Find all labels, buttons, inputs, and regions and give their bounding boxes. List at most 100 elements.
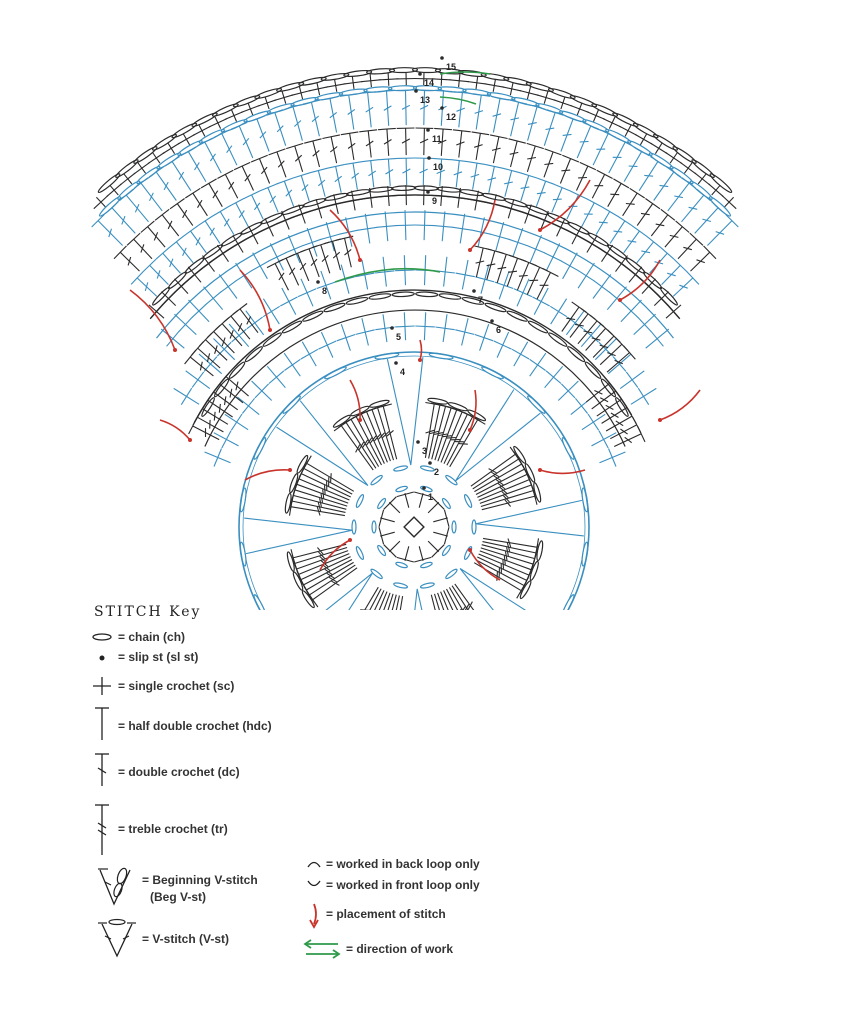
chain-stitch	[377, 497, 387, 510]
double-crochet-stitch	[453, 91, 472, 128]
single-crochet-stitch	[251, 380, 273, 401]
double-crochet-stitch	[526, 142, 544, 172]
chain-stitch	[260, 212, 284, 225]
double-crochet-stitch	[595, 206, 618, 235]
single-crochet-stitch	[620, 299, 642, 323]
double-crochet-stitch	[690, 245, 717, 272]
single-crochet-stitch	[581, 413, 606, 431]
v-stitch	[475, 499, 584, 537]
stitch-key-title: STITCH Key	[94, 604, 202, 620]
chain-stitch	[286, 551, 295, 572]
double-crochet-stitch	[608, 137, 634, 174]
placement-arrows	[129, 71, 701, 581]
dot-icon	[99, 655, 105, 661]
double-crochet-stitch	[304, 138, 322, 168]
single-crochet-stitch	[300, 341, 319, 367]
double-crochet-stitch	[142, 258, 169, 285]
placement-arrow	[419, 339, 423, 361]
double-crochet-stitch	[535, 177, 555, 207]
v-stitch-icon	[98, 918, 136, 958]
double-crochet-stitch	[502, 167, 521, 197]
double-crochet-stitch	[213, 129, 238, 166]
single-crochet-stitch	[493, 331, 512, 358]
double-crochet-stitch	[561, 301, 587, 332]
single-crochet-stitch	[308, 82, 328, 96]
single-crochet-stitch	[193, 124, 211, 137]
double-crochet-stitch	[154, 208, 180, 237]
chain-stitch	[584, 361, 602, 379]
single-crochet-stitch	[203, 286, 224, 311]
chain-stitch	[459, 189, 484, 197]
single-crochet-stitch	[318, 331, 337, 358]
row-number-7: 7	[478, 295, 483, 305]
v-stitch	[455, 389, 541, 482]
double-crochet-stitch	[415, 89, 434, 126]
chain-stitch	[709, 173, 733, 193]
row-number-5: 5	[396, 332, 401, 342]
beg-v-stitch-icon	[98, 867, 131, 906]
double-crochet-stitch	[649, 246, 675, 274]
chain-stitch	[391, 185, 417, 192]
row-number-6: 6	[496, 325, 501, 335]
chain-stitch	[240, 221, 263, 235]
single-crochet-stitch	[266, 365, 286, 389]
chain-stitch	[388, 67, 419, 74]
chain-stitch	[436, 186, 462, 193]
chain-stitch	[652, 133, 679, 151]
magic-ring	[403, 516, 425, 538]
double-crochet-stitch	[527, 103, 546, 141]
double-crochet-stitch	[636, 235, 661, 264]
double-crochet-stitch	[379, 157, 398, 186]
chain-stitch	[239, 541, 247, 567]
single-crochet-stitch	[708, 183, 724, 198]
single-crochet-stitch	[174, 313, 197, 336]
chain-stitch	[519, 580, 532, 600]
double-crochet-stitch	[486, 248, 504, 280]
single-crochet-stitch	[449, 187, 469, 208]
single-crochet-stitch	[532, 287, 550, 315]
single-crochet-stitch	[583, 235, 601, 253]
double-crochet-stitch	[378, 527, 395, 545]
chain-stitch	[391, 291, 415, 298]
chain-stitch	[480, 72, 510, 81]
double-crochet-stitch	[391, 594, 397, 610]
chain-stitch	[253, 437, 267, 460]
double-crochet-stitch	[576, 161, 597, 191]
single-crochet-stitch	[513, 278, 533, 307]
double-crochet-stitch	[560, 115, 582, 152]
double-crochet-stitch	[215, 317, 243, 347]
single-crochet-stitch	[431, 186, 452, 207]
chain-stitch	[447, 402, 468, 412]
double-crochet-stitch	[577, 314, 605, 345]
single-crochet-stitch	[490, 222, 510, 252]
double-crochet-stitch	[301, 455, 355, 492]
chain-stitch	[569, 95, 598, 108]
chain-stitch	[201, 397, 215, 417]
chain-stitch	[374, 352, 400, 360]
single-crochet-stitch	[519, 86, 539, 100]
double-crochet-stitch	[471, 131, 490, 160]
chain-stitch	[211, 103, 239, 117]
single-crochet-stitch	[119, 172, 136, 186]
single-crochet-stitch	[148, 303, 165, 320]
single-crochet-stitch	[414, 72, 434, 86]
double-crochet-stitch	[440, 591, 449, 610]
single-crochet-stitch	[475, 264, 495, 294]
double-crochet-stitch	[344, 161, 362, 190]
single-crochet-stitch	[553, 96, 573, 110]
double-crochet-stitch	[169, 198, 194, 226]
chain-stitch	[547, 87, 576, 100]
double-crochet-stitch	[360, 586, 379, 610]
front-loop-arc-icon	[307, 880, 321, 887]
single-crochet-stitch	[551, 218, 570, 237]
chain-stitch	[202, 244, 224, 260]
single-crochet-stitch	[592, 274, 612, 299]
single-crochet-stitch	[653, 291, 669, 306]
single-crochet-stitch	[185, 370, 211, 390]
chain-stitch	[323, 192, 349, 201]
double-crochet-stitch	[607, 178, 630, 207]
placement-arrow	[469, 199, 496, 251]
double-crochet-stitch	[358, 91, 377, 128]
